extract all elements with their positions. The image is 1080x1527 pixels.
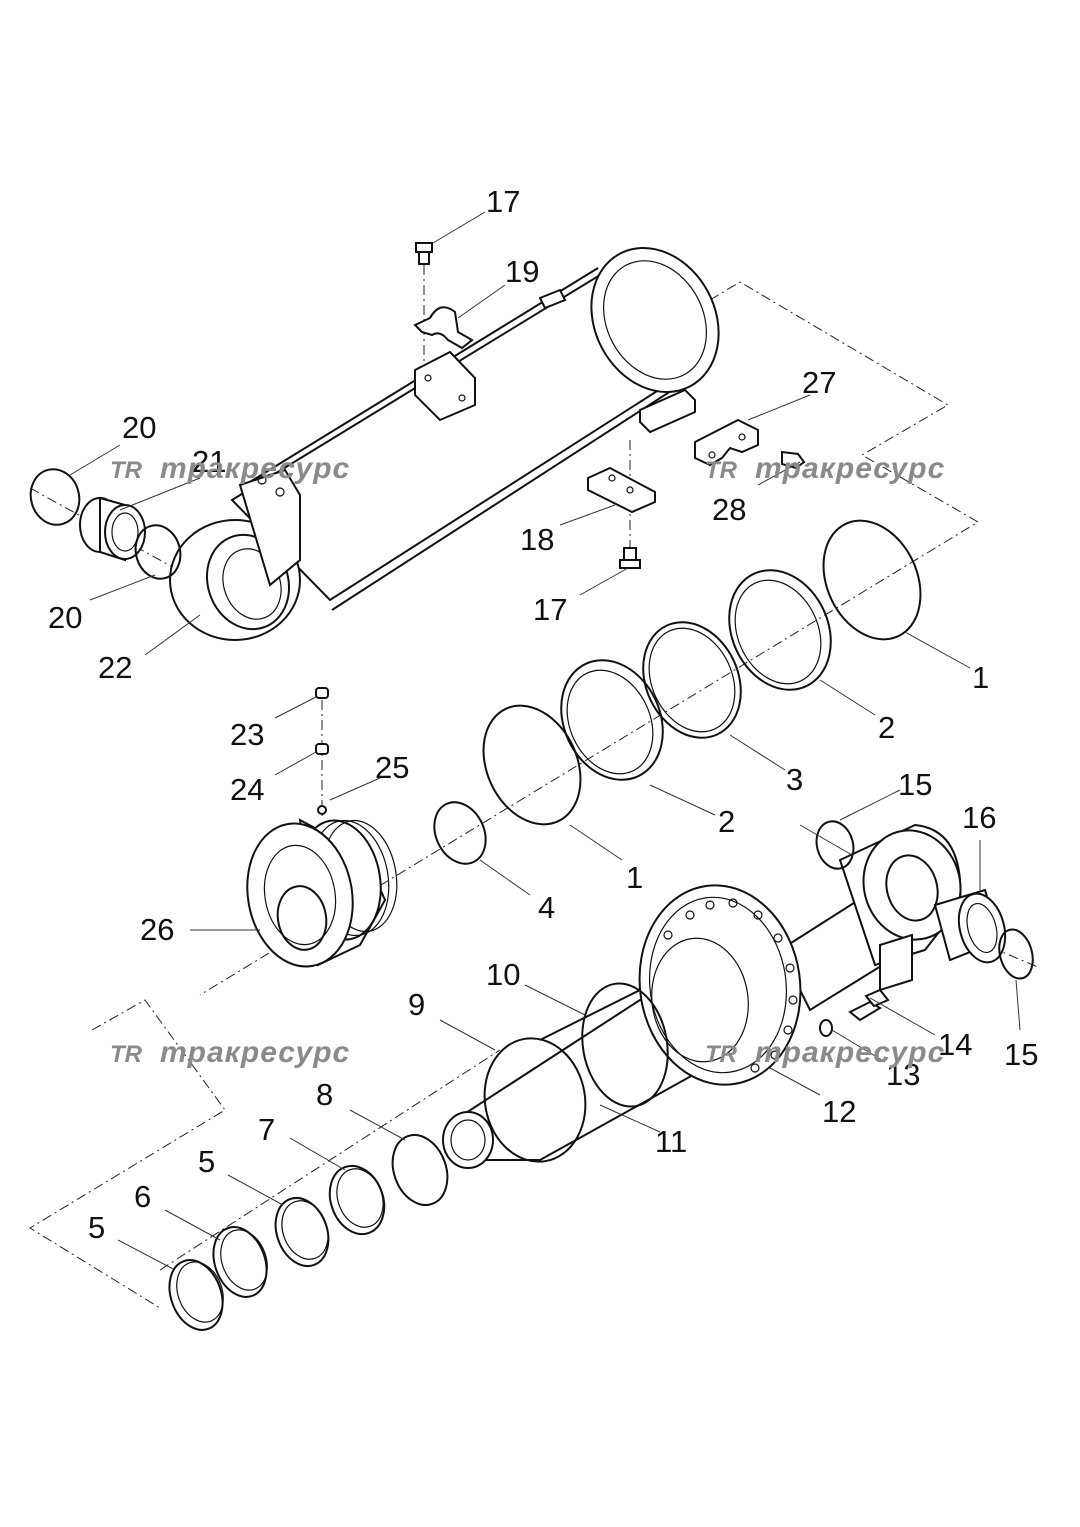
callout-19: 19 bbox=[505, 254, 539, 289]
cylinder-tube bbox=[169, 247, 720, 641]
clamp-27 bbox=[694, 418, 759, 467]
callout-labels: 17 19 20 21 27 28 18 17 20 22 1 2 23 3 2… bbox=[48, 184, 1038, 1245]
watermark-text: тракресурс bbox=[160, 1036, 350, 1069]
watermark-3: TR тракресурс bbox=[110, 1036, 350, 1069]
callout-3: 3 bbox=[786, 762, 803, 797]
callout-8: 8 bbox=[316, 1077, 333, 1112]
watermark-logo: TR bbox=[705, 457, 738, 484]
watermark-logo: TR bbox=[110, 457, 143, 484]
callout-10: 10 bbox=[486, 957, 520, 992]
callout-7: 7 bbox=[258, 1112, 275, 1147]
callout-21: 21 bbox=[192, 444, 226, 479]
callout-15-top: 15 bbox=[898, 767, 932, 802]
callout-5-lower: 5 bbox=[88, 1210, 105, 1245]
watermark-logo: TR bbox=[705, 1041, 738, 1068]
callout-26: 26 bbox=[140, 912, 174, 947]
callout-6: 6 bbox=[134, 1179, 151, 1214]
bushing-16 bbox=[933, 888, 1007, 964]
watermark-logo: TR bbox=[110, 1041, 143, 1068]
callout-11: 11 bbox=[655, 1124, 687, 1159]
flange-bolt-holes bbox=[663, 898, 798, 1073]
callout-16: 16 bbox=[962, 800, 996, 835]
rod-orings bbox=[483, 982, 669, 1163]
callout-1-upper: 1 bbox=[972, 660, 989, 695]
snap-ring-left bbox=[29, 468, 81, 526]
watermark-text: тракресурс bbox=[755, 1036, 945, 1069]
snap-ring-15-right bbox=[998, 928, 1034, 980]
callout-9: 9 bbox=[408, 987, 425, 1022]
top-bolt bbox=[415, 242, 433, 265]
callout-22: 22 bbox=[98, 650, 132, 685]
snap-ring-right bbox=[134, 524, 182, 580]
bolt-14 bbox=[848, 988, 890, 1022]
callout-17-top: 17 bbox=[486, 184, 520, 219]
piston-rod bbox=[442, 823, 962, 1169]
callout-5-upper: 5 bbox=[198, 1144, 215, 1179]
callout-28: 28 bbox=[712, 492, 746, 527]
watermark-text: тракресурс bbox=[160, 452, 350, 485]
callout-24: 24 bbox=[230, 772, 264, 807]
snap-ring-15-top bbox=[815, 820, 855, 870]
callout-12: 12 bbox=[822, 1094, 856, 1129]
washer-13 bbox=[819, 1019, 833, 1037]
callout-20-bottom: 20 bbox=[48, 600, 82, 635]
callout-17-bottom: 17 bbox=[533, 592, 567, 627]
callout-4: 4 bbox=[538, 890, 555, 925]
upper-seals bbox=[433, 519, 922, 865]
piston-26 bbox=[246, 818, 398, 968]
callout-15-bottom: 15 bbox=[1004, 1037, 1038, 1072]
grease-fittings bbox=[315, 687, 329, 815]
callout-23: 23 bbox=[230, 717, 264, 752]
callout-1-lower: 1 bbox=[626, 860, 643, 895]
lower-seals bbox=[168, 1134, 449, 1331]
callout-13: 13 bbox=[886, 1057, 920, 1092]
callout-25: 25 bbox=[375, 750, 409, 785]
callout-18: 18 bbox=[520, 522, 554, 557]
bottom-bolt bbox=[619, 547, 641, 569]
watermark-4: TR тракресурс bbox=[705, 1036, 945, 1069]
callout-2-lower: 2 bbox=[718, 804, 735, 839]
watermark-2: TR тракресурс bbox=[705, 452, 945, 485]
callout-27: 27 bbox=[802, 365, 836, 400]
watermark-1: TR тракресурс bbox=[110, 452, 350, 485]
callout-2-upper: 2 bbox=[878, 710, 895, 745]
clamp-19 bbox=[413, 306, 474, 350]
plate-18 bbox=[587, 466, 656, 514]
callout-14: 14 bbox=[938, 1027, 972, 1062]
watermark-text: тракресурс bbox=[755, 452, 945, 485]
leader-lines bbox=[69, 211, 1021, 1271]
bolt-28 bbox=[781, 450, 806, 470]
callout-20-top: 20 bbox=[122, 410, 156, 445]
